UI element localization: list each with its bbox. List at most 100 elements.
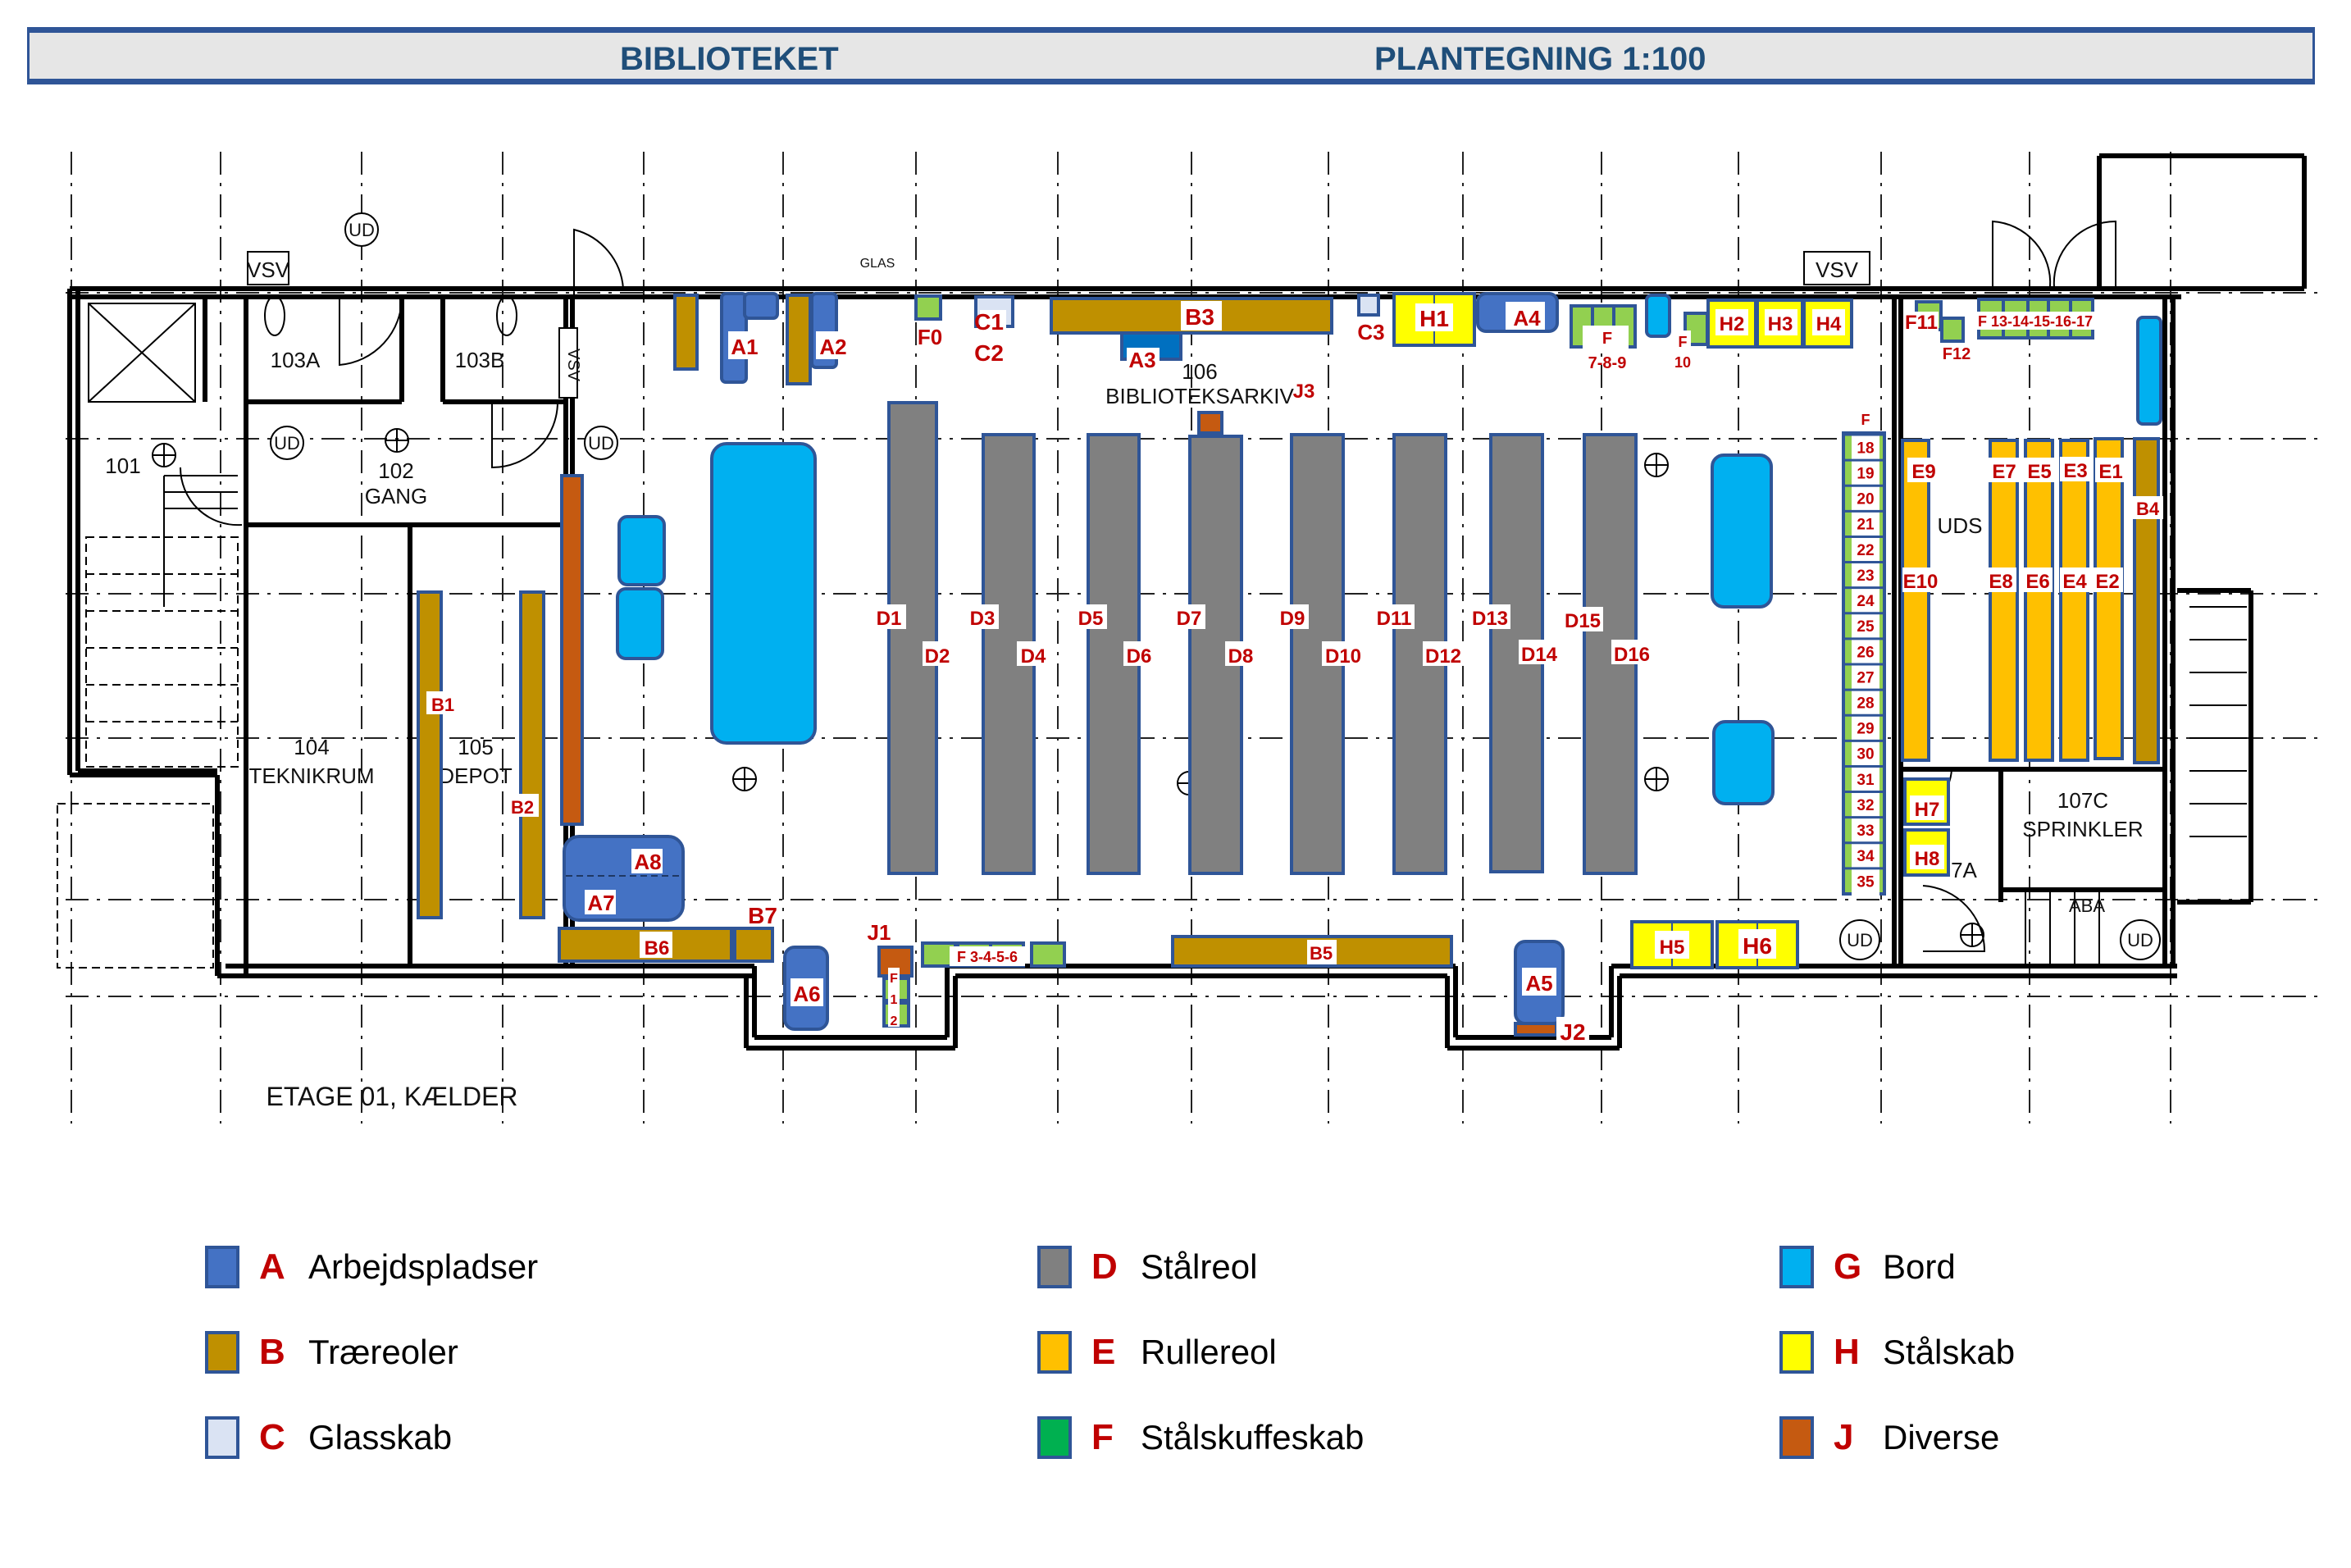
item-a7-a8[interactable] [563, 835, 685, 922]
legend-text: Diverse [1883, 1418, 2000, 1456]
label-f35: 35 [1857, 873, 1875, 891]
title-bar: BIBLIOTEKET PLANTEGNING 1:100 [27, 27, 2315, 84]
vsv-box-1 [247, 251, 289, 285]
item-b1[interactable] [417, 590, 443, 919]
item-b7[interactable] [733, 927, 774, 963]
label-d13: D13 [1472, 608, 1508, 630]
item-f6[interactable] [1030, 941, 1066, 968]
room-102-number: 102 [378, 458, 413, 483]
label-d7: D7 [1177, 608, 1202, 630]
legend-text: Arbejdspladser [308, 1247, 539, 1286]
label-f25: 25 [1857, 618, 1875, 636]
room-102-name: GANG [365, 484, 428, 508]
ud-symbol [2120, 919, 2161, 960]
label-d12: D12 [1425, 645, 1461, 668]
label-f789: 7-8-9 [1588, 354, 1627, 372]
item-d5-d6[interactable] [1087, 433, 1141, 875]
vsv-box-3 [558, 327, 578, 399]
legend-text: Glasskab [308, 1418, 453, 1456]
legend-item-j: J Diverse [1779, 1413, 1999, 1462]
ud-symbol [584, 426, 618, 460]
label-f12: F12 [1943, 345, 1971, 363]
legend-letter: E [1091, 1332, 1116, 1372]
ud-label: UD [349, 220, 375, 240]
legend-text: Træreoler [308, 1333, 458, 1371]
label-d4: D4 [1021, 645, 1046, 668]
item-b-unlabeled[interactable] [673, 294, 699, 371]
legend-text: Stålskab [1883, 1333, 2016, 1371]
label-e1: E1 [2098, 461, 2122, 483]
item-e5-e6[interactable] [2024, 439, 2054, 762]
label-f10: 10 [1674, 354, 1691, 371]
item-b-near-a2[interactable] [786, 294, 812, 385]
legend-letter: F [1091, 1417, 1114, 1457]
item-g-table-right-2[interactable] [1712, 720, 1775, 805]
label-f29: 29 [1857, 721, 1874, 738]
room-101-number: 101 [105, 454, 140, 478]
label-h8: H8 [1915, 848, 1940, 870]
item-b4[interactable] [2133, 437, 2160, 764]
item-g-small-table-1[interactable] [617, 515, 666, 586]
item-d11-d12[interactable] [1392, 433, 1447, 875]
item-e7-e8[interactable] [1989, 439, 2019, 762]
item-g-narrow-right[interactable] [2136, 316, 2162, 426]
label-h2: H2 [1720, 313, 1745, 335]
title-plan-scale: PLANTEGNING 1:100 [1374, 41, 1706, 77]
item-f0[interactable] [914, 294, 942, 321]
label-b4: B4 [2136, 499, 2160, 519]
item-c3[interactable] [1357, 294, 1380, 317]
legend-swatch [1779, 1331, 1814, 1374]
label-f0: F0 [918, 325, 942, 349]
item-e3-e4[interactable] [2059, 439, 2089, 762]
vsv-box-2 [1803, 251, 1870, 285]
label-c1: C1 [974, 309, 1004, 335]
legend-letter: J [1834, 1417, 1854, 1457]
label-c3: C3 [1357, 320, 1384, 344]
labels-c: C1 C2 C3 [974, 309, 1385, 366]
item-e1-e2[interactable] [2094, 437, 2124, 760]
label-a1: A1 [731, 335, 758, 359]
label-f10-prefix: F [1679, 334, 1688, 350]
label-e6: E6 [2025, 571, 2049, 593]
labels-d: D1 D2 D3 D4 D5 D6 D7 D8 D9 D10 D11 D12 D… [873, 604, 1652, 668]
label-f20: 20 [1857, 491, 1874, 508]
item-a1-ext[interactable] [743, 292, 779, 320]
room-106-number: 106 [1182, 359, 1217, 384]
item-g-small-table-2[interactable] [616, 587, 664, 660]
item-f12[interactable] [1940, 317, 1965, 343]
label-e5: E5 [2027, 461, 2051, 483]
label-a3: A3 [1128, 348, 1155, 372]
label-d8: D8 [1228, 645, 1254, 668]
item-g-big-table[interactable] [710, 442, 817, 745]
legend-swatch [1037, 1246, 1072, 1288]
room-107c-number: 107C [2057, 788, 2108, 813]
item-b2[interactable] [519, 590, 545, 919]
item-e9-e10[interactable] [1901, 439, 1930, 762]
item-j2[interactable] [1514, 1022, 1558, 1037]
label-d6: D6 [1127, 645, 1152, 668]
label-j2: J2 [1560, 1019, 1585, 1045]
label-h6: H6 [1743, 933, 1772, 959]
label-h7: H7 [1915, 799, 1940, 821]
item-j-long[interactable] [560, 474, 584, 826]
label-a4: A4 [1513, 306, 1541, 330]
legend-swatch [205, 1331, 239, 1374]
label-f27: 27 [1857, 669, 1874, 686]
vsv-label-3: VSV [564, 349, 582, 382]
label-d15: D15 [1565, 610, 1601, 632]
legend-letter: G [1834, 1247, 1862, 1287]
item-g-small-top[interactable] [1645, 294, 1671, 338]
item-g-table-right-1[interactable] [1711, 454, 1773, 609]
ud-symbol [1839, 919, 1880, 960]
label-f13-17: F 13-14-15-16-17 [1978, 313, 2093, 330]
item-d1-d2[interactable] [887, 401, 938, 875]
label-f19: 19 [1857, 466, 1874, 483]
label-a5: A5 [1525, 971, 1552, 996]
label-f22: 22 [1857, 542, 1874, 559]
item-j3[interactable] [1197, 411, 1223, 435]
label-a8: A8 [634, 850, 661, 874]
